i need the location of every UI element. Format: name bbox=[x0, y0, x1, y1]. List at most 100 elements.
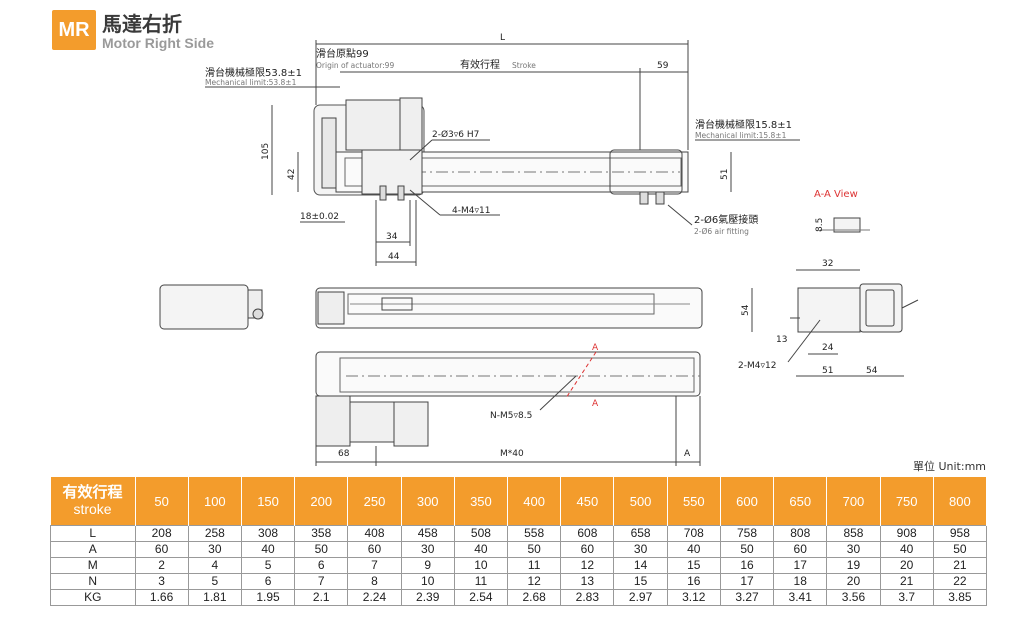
table-cell: 50 bbox=[932, 541, 988, 558]
table-cell: 18 bbox=[773, 573, 828, 590]
dim-L: L bbox=[500, 33, 505, 43]
dim-18: 18±0.02 bbox=[300, 212, 339, 222]
dim-54-vertical: 54 bbox=[741, 304, 751, 316]
table-cell: 558 bbox=[507, 525, 562, 542]
table-cell: 658 bbox=[613, 525, 668, 542]
row-label: KG bbox=[50, 589, 136, 606]
table-cell: 408 bbox=[347, 525, 402, 542]
table-cell: 308 bbox=[240, 525, 296, 542]
table-cell: 3.41 bbox=[773, 589, 828, 606]
dim-59: 59 bbox=[657, 61, 669, 71]
table-cell: 4 bbox=[187, 557, 242, 574]
dim-68: 68 bbox=[338, 449, 350, 459]
header-cn: 有效行程 bbox=[62, 484, 123, 501]
table-header-stroke: 有效行程 stroke bbox=[50, 477, 136, 526]
dim-51: 51 bbox=[720, 169, 730, 180]
table-cell: 208 bbox=[134, 525, 189, 542]
table-cell: 22 bbox=[932, 573, 988, 590]
stroke-header-cell: 400 bbox=[507, 477, 562, 526]
table-cell: 6 bbox=[240, 573, 296, 590]
table-cell: 11 bbox=[507, 557, 562, 574]
row-label: L bbox=[50, 525, 136, 542]
table-cell: 15 bbox=[666, 557, 721, 574]
table-cell: 258 bbox=[187, 525, 242, 542]
dim-13: 13 bbox=[776, 335, 787, 345]
table-cell: 17 bbox=[719, 573, 775, 590]
stroke-header-cell: 200 bbox=[294, 477, 349, 526]
dim-54-horizontal: 54 bbox=[866, 366, 878, 376]
stroke-header-cell: 300 bbox=[401, 477, 455, 526]
table-cell: 10 bbox=[400, 573, 455, 590]
table-cell: 5 bbox=[187, 573, 242, 590]
table-cell: 2.97 bbox=[613, 589, 668, 606]
table-cell: 30 bbox=[187, 541, 242, 558]
table-cell: 1.95 bbox=[240, 589, 296, 606]
table-cell: 3.85 bbox=[932, 589, 988, 606]
table-cell: 7 bbox=[294, 573, 349, 590]
table-cell: 60 bbox=[347, 541, 402, 558]
mech-limit-right-en: Mechanical limit:15.8±1 bbox=[695, 131, 787, 140]
stroke-en-label: Stroke bbox=[512, 61, 536, 70]
mech-limit-left: 滑台機械極限53.8±1 bbox=[205, 66, 302, 79]
section-a-top: A bbox=[592, 343, 599, 353]
table-cell: 60 bbox=[773, 541, 828, 558]
row-label: N bbox=[50, 573, 136, 590]
stroke-header-cell: 800 bbox=[933, 477, 988, 526]
stroke-header-cell: 100 bbox=[188, 477, 242, 526]
page-subtitle: Motor Right Side bbox=[102, 35, 214, 51]
table-cell: 30 bbox=[400, 541, 455, 558]
table-cell: 16 bbox=[666, 573, 721, 590]
stroke-header-cell: 700 bbox=[826, 477, 881, 526]
table-cell: 20 bbox=[826, 573, 881, 590]
table-cell: 3.56 bbox=[826, 589, 881, 606]
table-cell: 1.81 bbox=[187, 589, 242, 606]
table-cell: 508 bbox=[453, 525, 509, 542]
stroke-cn-label: 有效行程 bbox=[460, 58, 500, 71]
bottom-view bbox=[315, 351, 701, 466]
table-cell: 808 bbox=[773, 525, 828, 542]
air-fitting-label: 2-Ø6氣壓接頭 bbox=[694, 213, 758, 226]
table-cell: 5 bbox=[240, 557, 296, 574]
table-cell: 12 bbox=[560, 557, 615, 574]
table-cell: 3 bbox=[134, 573, 189, 590]
table-cell: 60 bbox=[134, 541, 189, 558]
table-cell: 15 bbox=[613, 573, 668, 590]
table-cell: 708 bbox=[666, 525, 721, 542]
aa-view bbox=[820, 217, 870, 233]
table-cell: 458 bbox=[400, 525, 455, 542]
table-cell: 50 bbox=[719, 541, 775, 558]
dim-51-end: 51 bbox=[822, 366, 833, 376]
table-cell: 6 bbox=[294, 557, 349, 574]
table-cell: 2.68 bbox=[507, 589, 562, 606]
dim-44: 44 bbox=[388, 252, 400, 262]
table-cell: 358 bbox=[294, 525, 349, 542]
nm5-spec: N-M5▿8.5 bbox=[490, 411, 532, 421]
stroke-header-cell: 600 bbox=[720, 477, 775, 526]
m4-spec: 4-M4▿11 bbox=[452, 206, 490, 216]
table-cell: 11 bbox=[453, 573, 509, 590]
header-en: stroke bbox=[73, 501, 112, 517]
slider-origin-label: 滑台原點99 bbox=[316, 47, 369, 60]
stroke-header-cell: 350 bbox=[454, 477, 509, 526]
stroke-header-cell: 250 bbox=[347, 477, 402, 526]
mech-limit-right: 滑台機械極限15.8±1 bbox=[695, 118, 792, 131]
table-cell: 9 bbox=[400, 557, 455, 574]
table-cell: 2 bbox=[134, 557, 189, 574]
unit-label: 單位 Unit:mm bbox=[912, 460, 986, 473]
table-cell: 2.1 bbox=[294, 589, 349, 606]
table-cell: 40 bbox=[666, 541, 721, 558]
stroke-header-cell: 50 bbox=[135, 477, 189, 526]
dim-32: 32 bbox=[822, 259, 833, 269]
table-cell: 858 bbox=[826, 525, 881, 542]
table-cell: 2.54 bbox=[453, 589, 509, 606]
table-cell: 60 bbox=[560, 541, 615, 558]
stroke-header-cell: 500 bbox=[613, 477, 668, 526]
top-view bbox=[205, 40, 800, 266]
table-cell: 17 bbox=[773, 557, 828, 574]
table-cell: 50 bbox=[294, 541, 349, 558]
table-cell: 13 bbox=[560, 573, 615, 590]
